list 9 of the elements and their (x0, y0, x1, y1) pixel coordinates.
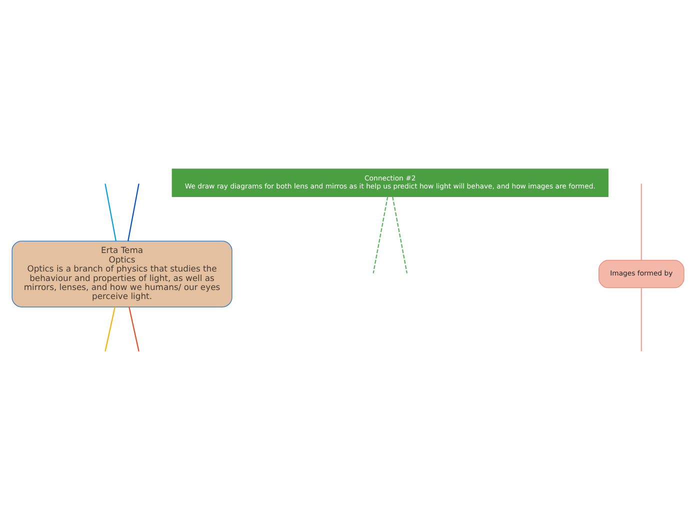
connector (128, 306, 140, 351)
node-box: Erta Tema Optics Optics is a branch of physics that studies the behaviour and properties of light, as well as mirrors, lenses, and how we humans/ our eyes perceive light. (12, 240, 232, 307)
connector (128, 183, 140, 241)
connector (640, 183, 642, 260)
connector (392, 196, 408, 273)
connector (372, 196, 388, 273)
connector (104, 183, 117, 241)
connector (104, 306, 116, 351)
connector (640, 288, 642, 351)
